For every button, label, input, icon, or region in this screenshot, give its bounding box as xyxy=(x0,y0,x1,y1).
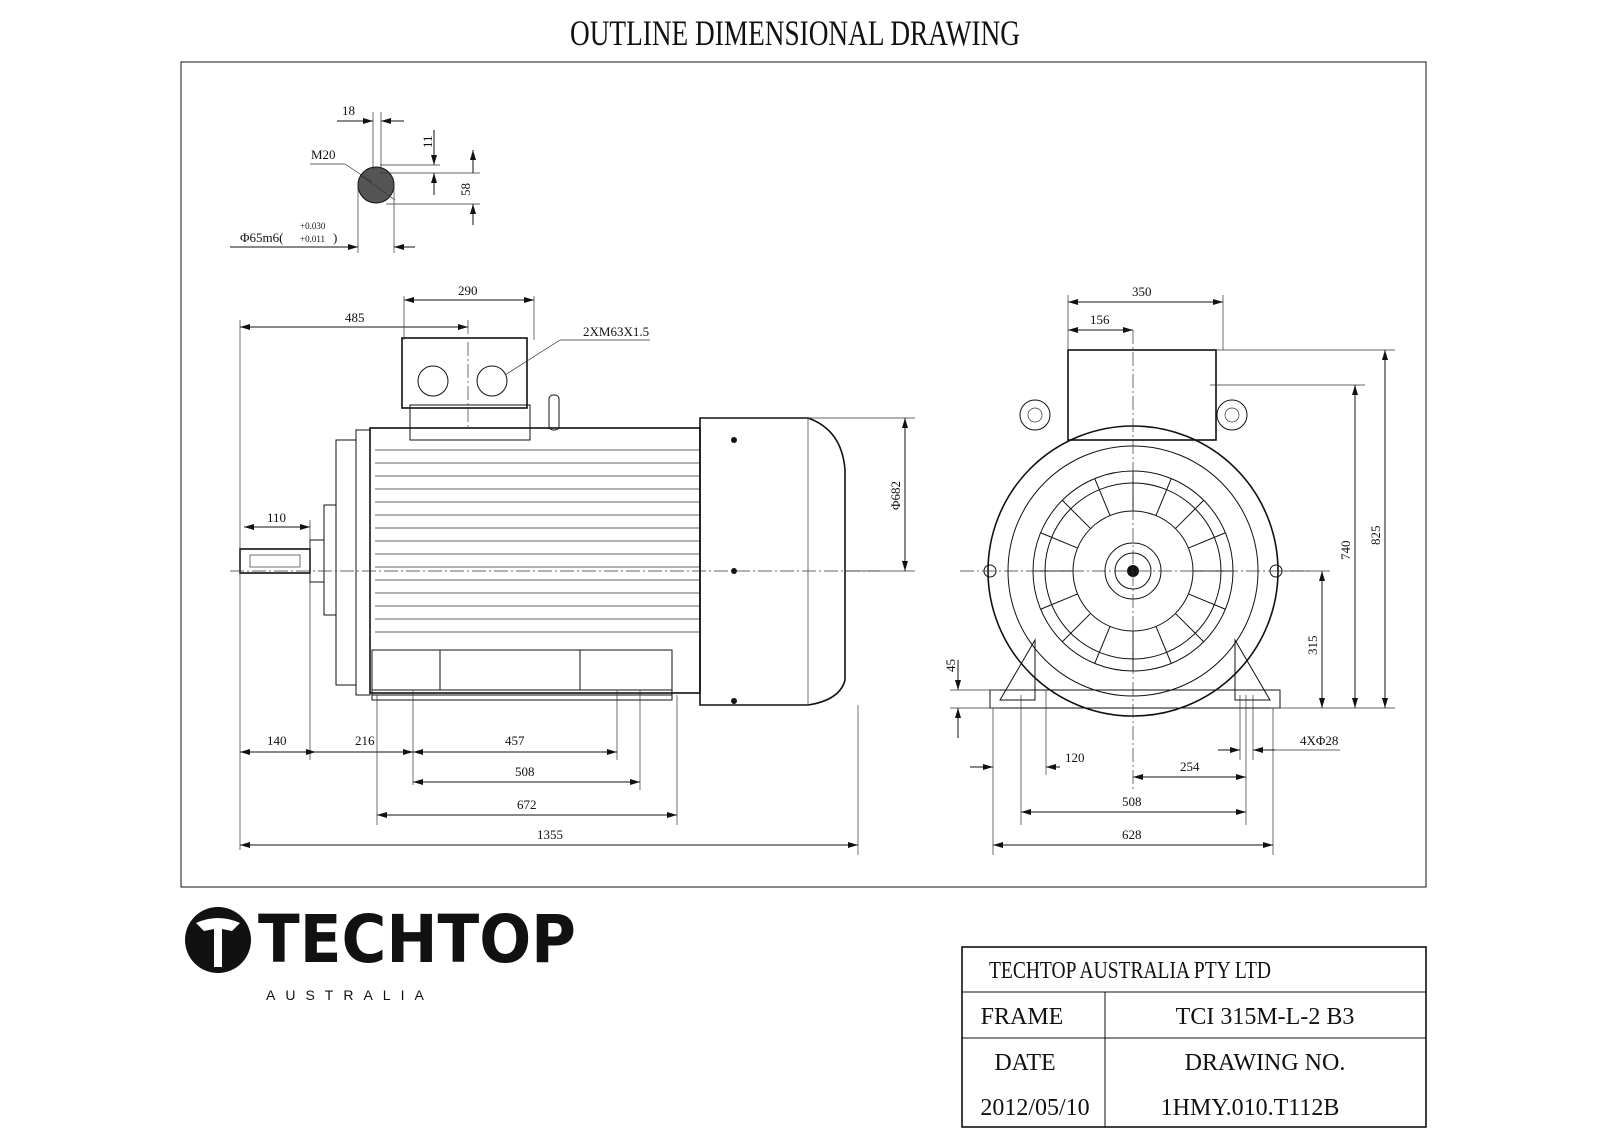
fan-cover-spoke xyxy=(1188,593,1226,610)
side-view-dimensions: 485 290 2XM63X1.5 Φ682 110 140 216 457 5… xyxy=(239,283,915,855)
fan-cover-spoke xyxy=(1061,499,1091,529)
title-block: TECHTOP AUSTRALIA PTY LTD FRAME TCI 315M… xyxy=(961,946,1427,1128)
dim-457: 457 xyxy=(505,733,525,748)
dim-120: 120 xyxy=(1065,750,1085,765)
fan-cover-spoke xyxy=(1094,626,1111,664)
label-cable-gland: 2XM63X1.5 xyxy=(583,324,649,339)
drawing-title: OUTLINE DIMENSIONAL DRAWING xyxy=(570,13,1020,53)
dim-350: 350 xyxy=(1132,284,1152,299)
dim-508: 508 xyxy=(515,764,535,779)
fan-cover-spoke xyxy=(1155,478,1172,516)
tol-lower: +0.011 xyxy=(300,234,325,244)
dim-156: 156 xyxy=(1090,312,1110,327)
fan-cover-spoke xyxy=(1175,499,1205,529)
dim-216: 216 xyxy=(355,733,375,748)
logo-subtitle: AUSTRALIA xyxy=(266,987,434,1003)
dim-45: 45 xyxy=(943,659,958,672)
dim-110: 110 xyxy=(267,510,286,525)
dim-672: 672 xyxy=(517,797,537,812)
dim-140: 140 xyxy=(267,733,287,748)
drawing-no-value: 1HMY.010.T112B xyxy=(1161,1095,1340,1121)
tol-close: ) xyxy=(333,230,337,245)
dim-key-width: 18 xyxy=(342,103,355,118)
date-label: DATE xyxy=(994,1050,1055,1076)
dim-thread: M20 xyxy=(311,147,336,162)
techtop-logo: TECHTOP AUSTRALIA xyxy=(185,901,576,1003)
fan-cover-spoke xyxy=(1040,593,1078,610)
dim-315: 315 xyxy=(1305,636,1320,656)
front-view xyxy=(960,330,1310,790)
frame-value: TCI 315M-L-2 B3 xyxy=(1176,1004,1355,1030)
dim-1355: 1355 xyxy=(537,827,563,842)
dim-825: 825 xyxy=(1368,526,1383,546)
dim-shaft-height: 58 xyxy=(458,183,473,196)
tol-upper: +0.030 xyxy=(300,221,326,231)
company-name: TECHTOP AUSTRALIA PTY LTD xyxy=(989,958,1271,984)
dim-508-front: 508 xyxy=(1122,794,1142,809)
shaft-cross-section: 18 11 58 M20 Φ65m6( +0.030 +0.011 ) xyxy=(230,103,480,253)
dim-682: Φ682 xyxy=(888,481,903,510)
fan-cover-spoke xyxy=(1188,532,1226,549)
fan-cover-spoke xyxy=(1040,532,1078,549)
dim-740: 740 xyxy=(1338,541,1353,561)
drawing-frame xyxy=(180,61,1427,888)
logo-name: TECHTOP xyxy=(258,901,576,978)
fan-cover-spoke xyxy=(1061,613,1091,643)
dim-485: 485 xyxy=(345,310,365,325)
frame-label: FRAME xyxy=(981,1004,1064,1030)
fan-cover-spoke xyxy=(1094,478,1111,516)
dim-mounting-holes: 4XΦ28 xyxy=(1300,733,1338,748)
dim-shaft-diameter: Φ65m6( xyxy=(240,230,283,245)
dim-key-depth: 11 xyxy=(420,135,435,148)
dim-628: 628 xyxy=(1122,827,1142,842)
fan-cover-spoke xyxy=(1155,626,1172,664)
dim-254: 254 xyxy=(1180,759,1200,774)
front-view-dimensions: 350 156 825 740 315 45 120 254 508 628 4… xyxy=(943,284,1395,855)
date-value: 2012/05/10 xyxy=(980,1095,1089,1121)
side-view xyxy=(230,320,880,706)
fan-cover-spoke xyxy=(1175,613,1205,643)
dim-290: 290 xyxy=(458,283,478,298)
drawing-no-label: DRAWING NO. xyxy=(1185,1050,1346,1076)
